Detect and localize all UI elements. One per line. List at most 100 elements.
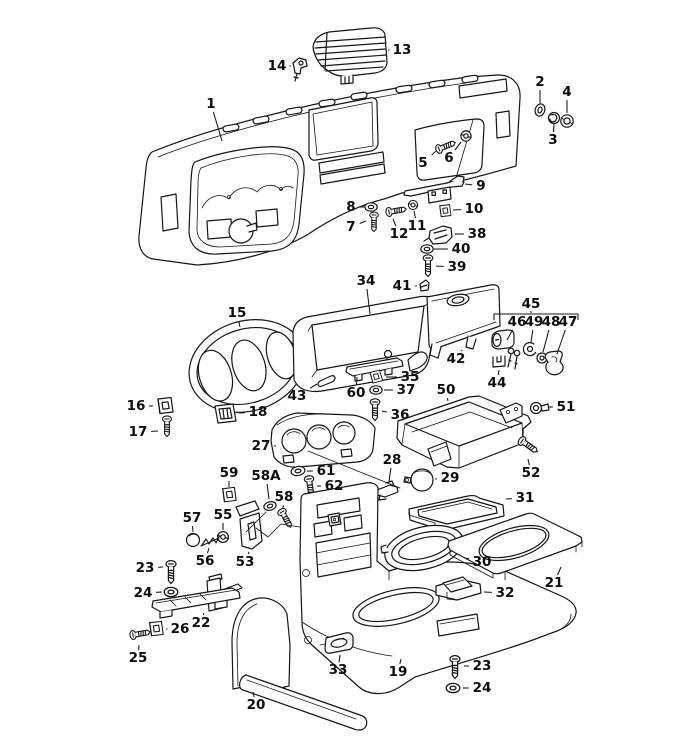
part-gauge-pod <box>270 412 376 468</box>
callout-label: 61 <box>317 463 336 479</box>
callout-label: 56 <box>196 553 215 569</box>
callout-label: 59 <box>220 465 239 481</box>
callout-label: 14 <box>268 58 287 74</box>
part-radio-surround <box>408 495 505 531</box>
clip-54-icon <box>327 512 342 527</box>
callout-label: 37 <box>397 382 416 398</box>
washer-24b-icon <box>445 682 461 694</box>
callout-label: 5 <box>418 155 427 171</box>
part-console-plate <box>447 512 583 579</box>
callout-label: 2 <box>535 74 544 90</box>
clip-26-icon <box>149 620 164 637</box>
leader-line <box>446 397 449 402</box>
leader-line <box>464 183 473 186</box>
screw-17-icon <box>161 415 173 438</box>
leader-line <box>309 383 318 389</box>
callout-label: 43 <box>288 388 307 404</box>
callout-label: 19 <box>389 664 408 680</box>
leader-line <box>556 329 566 355</box>
callout-label: 34 <box>357 273 376 289</box>
part-glovebox-housing <box>292 295 443 393</box>
leader-line <box>557 566 562 576</box>
callout-label: 46 <box>508 314 527 330</box>
part-grille-clip <box>292 57 308 82</box>
callout-label: 24 <box>134 585 153 601</box>
part-bracket-28 <box>376 480 399 501</box>
leader-line <box>366 288 371 315</box>
construction-lines <box>245 450 401 538</box>
leader-line <box>392 218 397 227</box>
screw-52-icon <box>516 434 541 457</box>
nut-37-icon <box>369 385 383 395</box>
leader-line <box>399 658 402 665</box>
callout-label: 41 <box>393 278 412 294</box>
callout-label: 32 <box>496 585 515 601</box>
clip-10-icon <box>439 204 452 218</box>
leader-line <box>247 551 250 555</box>
callout-label: 21 <box>545 575 564 591</box>
leader-line <box>465 557 470 560</box>
callout-label: 27 <box>252 438 271 454</box>
screw-25-icon <box>128 626 152 641</box>
callout-label: 42 <box>447 351 466 367</box>
callout-label: 40 <box>452 241 471 257</box>
stud-56-icon <box>200 536 220 547</box>
callout-label: 15 <box>228 305 247 321</box>
callout-label: 44 <box>488 375 507 391</box>
callout-label: 17 <box>129 424 148 440</box>
leader-line <box>431 150 437 156</box>
clip-59-icon <box>222 486 237 503</box>
screw-7-icon <box>369 211 379 233</box>
callout-label: 18 <box>249 404 268 420</box>
leader-line <box>202 612 205 616</box>
part-lock-group <box>491 329 564 376</box>
nut-11-icon <box>407 199 419 211</box>
callout-label: 23 <box>136 560 155 576</box>
washer-24-icon <box>163 586 179 598</box>
part-dashboard <box>138 74 521 266</box>
callout-label: 1 <box>206 96 215 112</box>
leader-line <box>454 141 462 151</box>
screw-36-icon <box>369 398 381 422</box>
leader-line <box>527 458 530 466</box>
leader-line <box>355 376 358 386</box>
screw-12-icon <box>384 203 408 218</box>
leader-line <box>460 349 463 352</box>
callout-label: 22 <box>192 615 211 631</box>
part-bracket-9 <box>403 175 465 204</box>
part-ashtray <box>435 576 482 601</box>
nut-6-icon <box>460 130 472 142</box>
callout-label: 6 <box>444 150 453 166</box>
callout-label: 8 <box>346 199 355 215</box>
callout-label: 29 <box>441 470 460 486</box>
leader-line <box>506 329 514 341</box>
callout-label: 60 <box>347 385 366 401</box>
part-cap-29 <box>403 468 434 492</box>
cap-57-icon <box>185 532 201 548</box>
leader-line <box>338 654 341 663</box>
part-hinge-strip-60 <box>345 357 404 382</box>
callout-label: 24 <box>473 680 492 696</box>
leader-line <box>381 410 388 413</box>
leader-line <box>238 320 241 328</box>
clip-44-icon <box>492 355 506 368</box>
part-switch-33 <box>319 632 354 654</box>
callout-label: 3 <box>548 132 557 148</box>
callout-label: 20 <box>247 697 266 713</box>
callout-label: 47 <box>559 314 578 330</box>
clip-16-icon <box>157 396 174 415</box>
callout-label: 50 <box>437 382 456 398</box>
callout-label: 62 <box>325 478 344 494</box>
callout-label: 58A <box>251 468 281 484</box>
callout-label: 51 <box>557 399 576 415</box>
leader-line <box>552 123 555 133</box>
callout-label: 31 <box>516 490 535 506</box>
washer-40-icon <box>420 244 434 254</box>
part-defroster-grille <box>312 27 388 85</box>
washer-8-icon <box>364 202 378 212</box>
leader-line <box>206 547 210 554</box>
callout-label: 9 <box>476 178 485 194</box>
leader-line <box>497 369 500 376</box>
part-small-fasteners <box>364 199 453 292</box>
